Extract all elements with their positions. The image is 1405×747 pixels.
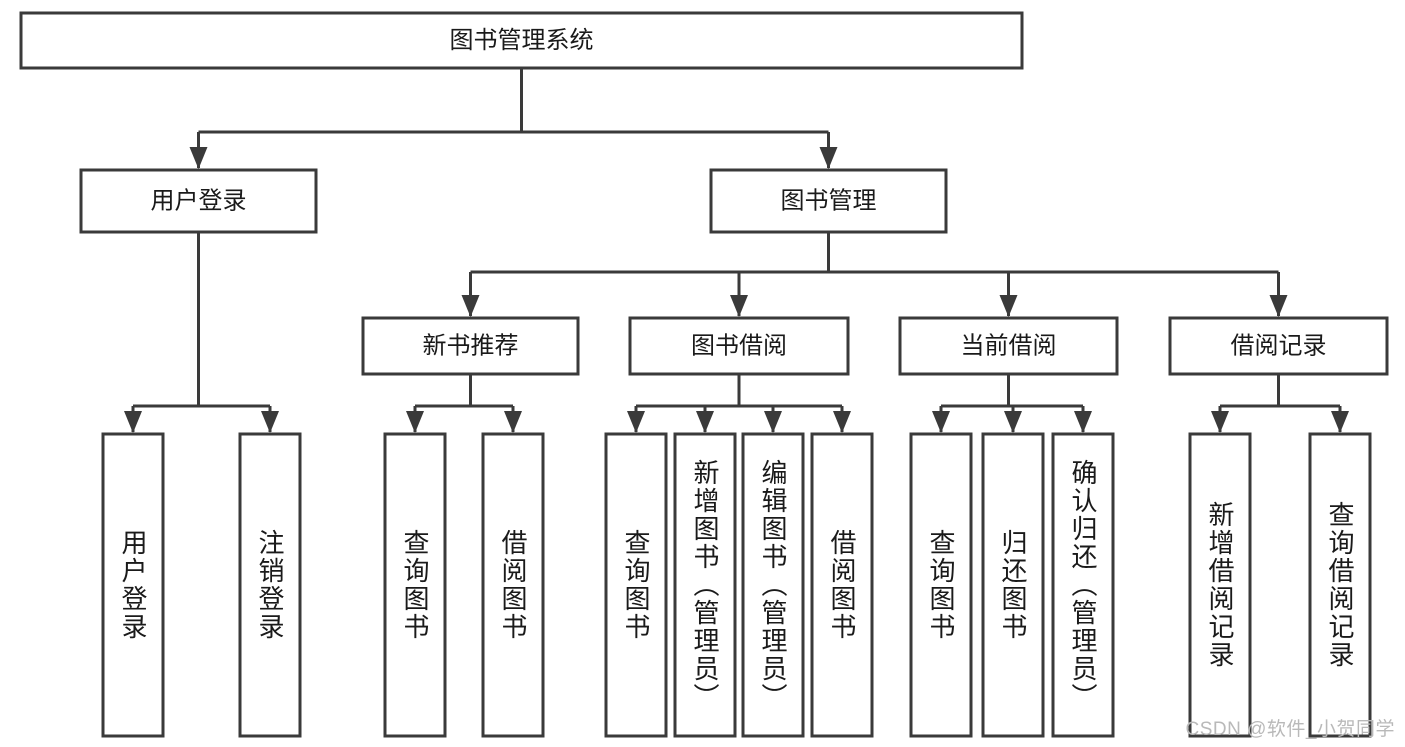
node-box-图书借阅[interactable] (628, 316, 850, 376)
node-label-当前借阅: 当前借阅 (961, 332, 1057, 359)
watermark: CSDN @软件_小贺同学 (1185, 719, 1395, 740)
arrow-借阅记录-leaf-0 (1211, 411, 1229, 433)
node-box-借阅记录[interactable] (1168, 316, 1389, 376)
leaf-box-10-确认归还管理员[interactable] (1051, 432, 1115, 738)
leaf-box-6-编辑图书管理员[interactable] (741, 432, 805, 738)
connector-layer (124, 68, 1349, 433)
arrow-用户登录-leaf-1 (261, 411, 279, 433)
arrow-图书借阅-leaf-0 (627, 411, 645, 433)
leaf-box-7-借阅图书[interactable] (810, 432, 874, 738)
leaf-box-3-借阅图书[interactable] (481, 432, 545, 738)
arrow-books-to-新书推荐 (461, 295, 480, 317)
arrow-books-to-图书借阅 (730, 295, 748, 317)
node-box-当前借阅[interactable] (898, 316, 1119, 376)
arrow-root-to-用户登录 (189, 147, 208, 169)
arrow-用户登录-leaf-0 (124, 411, 142, 433)
arrow-当前借阅-leaf-2 (1074, 411, 1092, 433)
arrow-root-to-图书管理 (819, 147, 838, 169)
arrow-books-to-当前借阅 (999, 295, 1018, 317)
node-label-新书推荐: 新书推荐 (423, 332, 519, 359)
leaf-box-4-查询图书[interactable] (604, 432, 668, 738)
node-box-用户登录[interactable] (79, 168, 318, 234)
arrow-books-to-借阅记录 (1269, 295, 1288, 317)
node-label-图书借阅: 图书借阅 (691, 332, 787, 359)
leaf-box-5-新增图书管理员[interactable] (673, 432, 737, 738)
arrow-当前借阅-leaf-1 (1004, 411, 1022, 433)
leaf-box-1-注销登录[interactable] (238, 432, 302, 738)
leaf-box-12-查询借阅记录[interactable] (1308, 432, 1372, 738)
leaf-box-11-新增借阅记录[interactable] (1188, 432, 1252, 738)
arrow-当前借阅-leaf-0 (932, 411, 950, 433)
arrow-图书借阅-leaf-2 (764, 411, 782, 433)
leaf-box-9-归还图书[interactable] (981, 432, 1045, 738)
node-label-图书管理: 图书管理 (781, 187, 877, 214)
arrow-图书借阅-leaf-3 (833, 411, 851, 433)
node-box-图书管理系统[interactable] (19, 11, 1024, 70)
arrow-新书推荐-leaf-1 (504, 411, 522, 433)
leaf-box-0-用户登录[interactable] (101, 432, 165, 738)
arrow-图书借阅-leaf-1 (696, 411, 714, 433)
node-box-新书推荐[interactable] (361, 316, 580, 376)
leaf-box-8-查询图书[interactable] (909, 432, 973, 738)
node-box-图书管理[interactable] (709, 168, 948, 234)
node-label-图书管理系统: 图书管理系统 (450, 27, 594, 54)
arrow-新书推荐-leaf-0 (406, 411, 424, 433)
box-layer (19, 11, 1389, 738)
arrow-借阅记录-leaf-1 (1331, 411, 1349, 433)
node-label-借阅记录: 借阅记录 (1231, 332, 1327, 359)
leaf-box-2-查询图书[interactable] (383, 432, 447, 738)
node-label-用户登录: 用户登录 (151, 187, 247, 214)
